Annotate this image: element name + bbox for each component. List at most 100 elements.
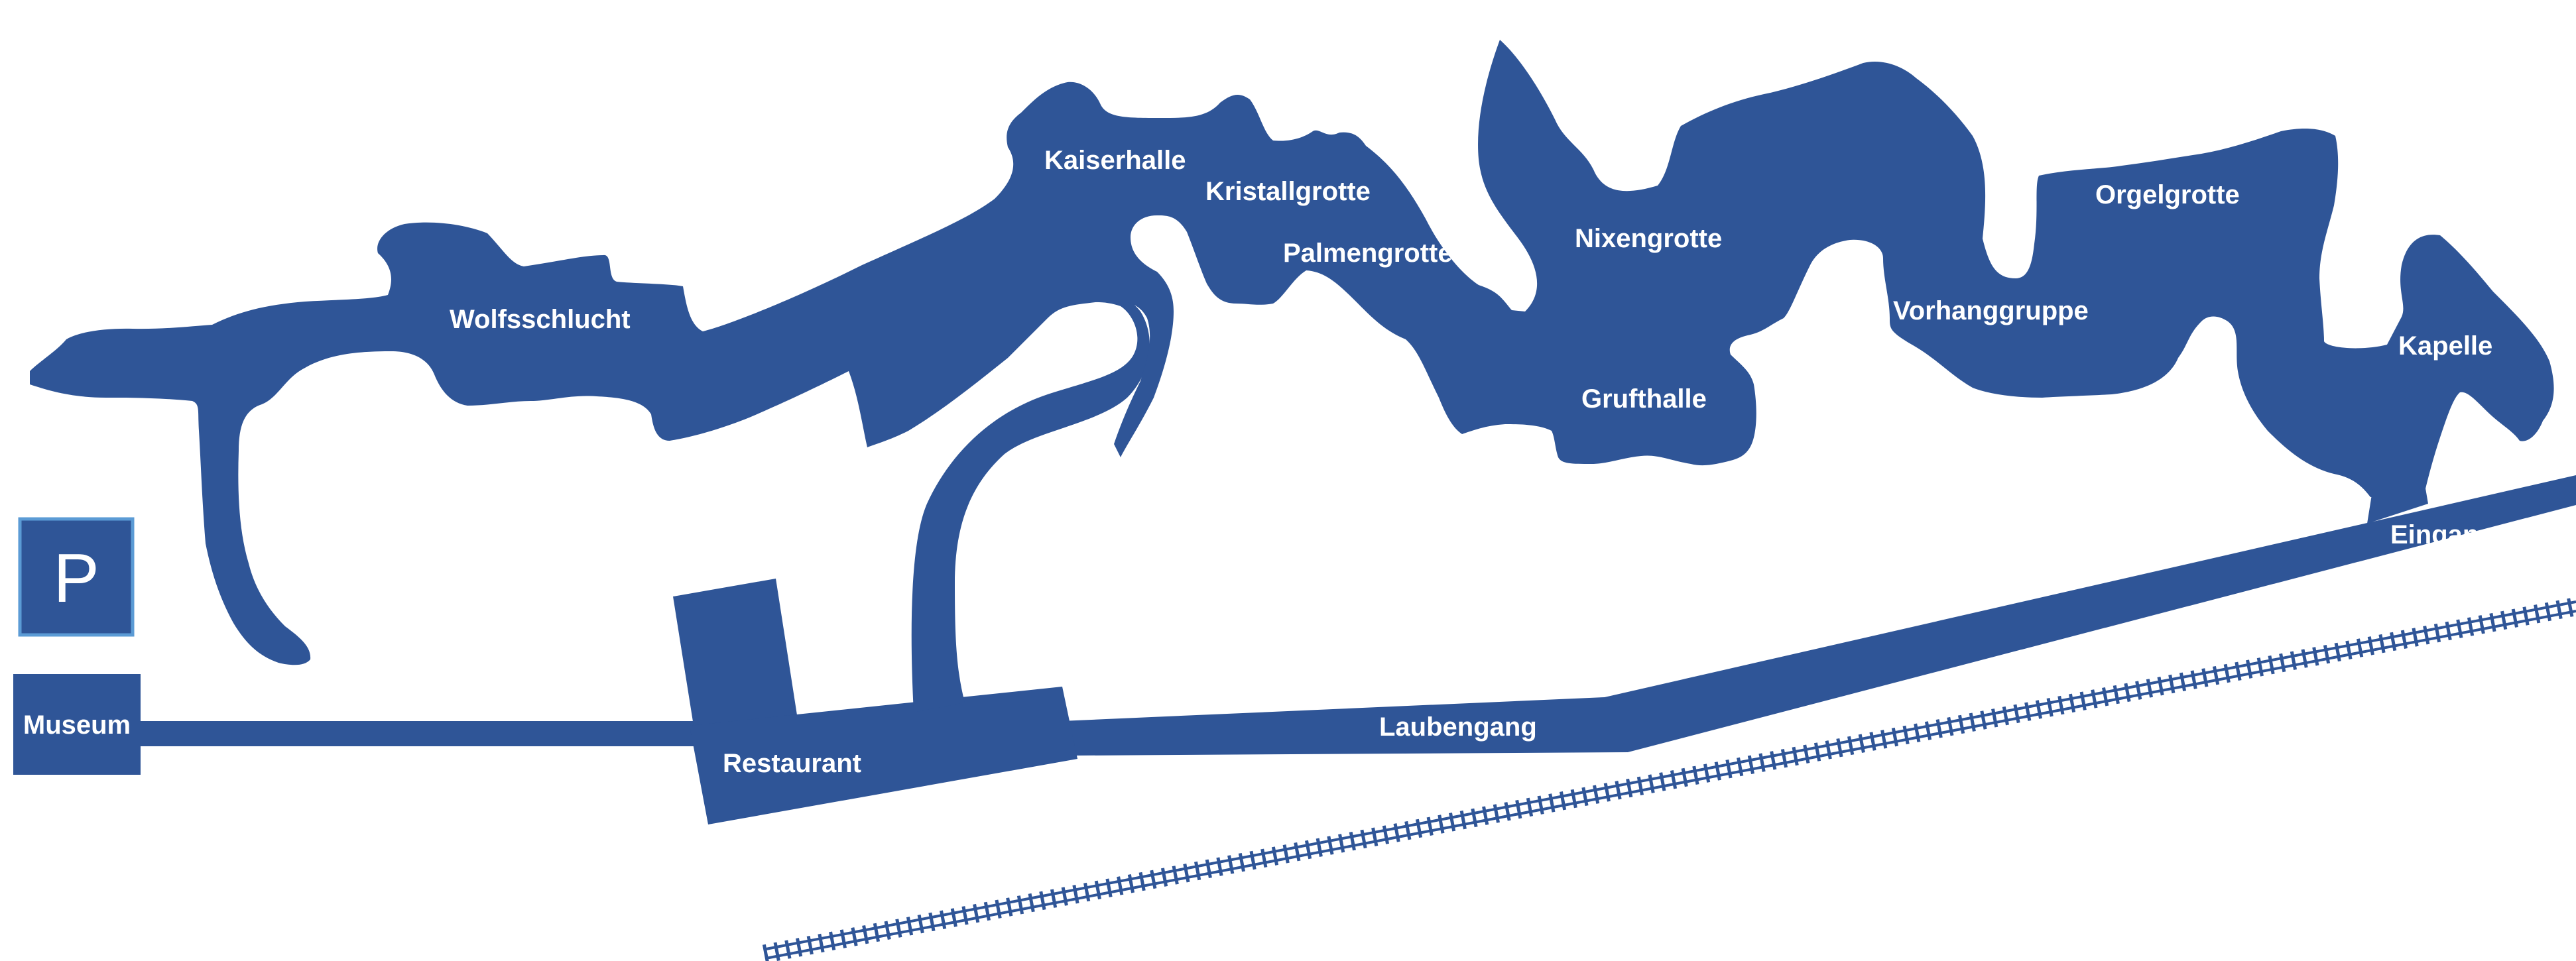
railway-sleeper (1382, 825, 1390, 844)
railway-sleeper (1548, 793, 1556, 813)
railway-sleeper (1260, 848, 1268, 868)
railway-sleeper (1581, 787, 1589, 807)
wolfsschlucht-label: Wolfsschlucht (450, 305, 631, 334)
railway-sleeper (1338, 834, 1345, 853)
railway-sleeper (1371, 827, 1379, 846)
railway-sleeper (2179, 672, 2187, 692)
railway-sleeper (928, 912, 936, 932)
railway-sleeper (2378, 634, 2386, 653)
railway-sleeper (1947, 716, 1954, 736)
palmengrotte-label: Palmengrotte (1283, 239, 1453, 268)
railway-sleeper (1692, 765, 1699, 785)
railway-sleeper (2555, 600, 2563, 620)
railway-sleeper (2357, 638, 2364, 657)
restaurant-building[interactable] (673, 579, 799, 742)
railway-sleeper (1471, 808, 1478, 828)
railway-sleeper (1438, 815, 1445, 834)
railway-sleeper (2478, 615, 2485, 634)
railway-sleeper (2290, 651, 2298, 670)
railway-sleeper (1393, 823, 1400, 842)
railway-sleeper (2024, 702, 2032, 721)
railway-sleeper (1282, 844, 1290, 864)
museum-label: Museum (23, 710, 131, 740)
railway-sleeper (2235, 661, 2242, 681)
railway-sleeper (2367, 636, 2374, 655)
railway-sleeper (2068, 693, 2076, 713)
railway-sleeper (2567, 598, 2574, 617)
railway-sleeper (1216, 857, 1223, 876)
railway-sleeper (2135, 681, 2142, 700)
railway-sleeper (1526, 797, 1534, 817)
railway-sleeper (1426, 817, 1434, 836)
railway-sleeper (2201, 668, 2209, 687)
kaiserhalle-label: Kaiserhalle (1044, 146, 1186, 175)
railway-sleeper (1094, 880, 1101, 900)
railway-sleeper (1316, 838, 1323, 857)
railway-sleeper (1028, 893, 1035, 913)
railway-sleeper (2091, 689, 2098, 708)
railway-sleeper (1459, 810, 1467, 830)
railway-sleeper (2334, 642, 2341, 662)
railway-sleeper (1681, 767, 1688, 787)
railway-sleeper (2223, 663, 2231, 683)
railway-sleeper (1504, 802, 1511, 821)
railway-sleeper (1083, 882, 1091, 902)
restaurant-hall[interactable] (690, 687, 1077, 824)
vorhanggruppe-label: Vorhanggruppe (1893, 296, 2089, 325)
railway-sleeper (1138, 872, 1146, 891)
railway-sleeper (773, 942, 780, 961)
railway-sleeper (1183, 864, 1190, 883)
railway-sleeper (2124, 683, 2131, 703)
railway-sleeper (1150, 870, 1157, 889)
railway-sleeper (1227, 855, 1235, 874)
railway-sleeper (940, 910, 947, 929)
railway-sleeper (806, 935, 814, 955)
parking-sign-icon[interactable]: P (18, 517, 135, 637)
railway-sleeper (2445, 621, 2452, 641)
railway-sleeper (2102, 687, 2109, 707)
railway-sleeper (961, 906, 969, 925)
railway-sleeper (1061, 887, 1068, 906)
railway-sleeper (1194, 861, 1201, 881)
railway-sleeper (2035, 700, 2043, 719)
railway-sleeper (1880, 730, 1888, 749)
railway-sleeper (2246, 659, 2253, 679)
railway-sleeper (762, 944, 769, 961)
railway-sleeper (1770, 751, 1777, 770)
railway-sleeper (1072, 885, 1079, 904)
railway-sleeper (917, 914, 924, 934)
railway-sleeper (1758, 753, 1766, 772)
museum-building[interactable]: Museum (13, 674, 141, 775)
railway-sleeper (1957, 714, 1965, 734)
restaurant-label: Restaurant (723, 749, 861, 778)
railway-sleeper (862, 925, 869, 944)
railway-sleeper (2212, 665, 2220, 685)
laubengang-label: Laubengang (1379, 712, 1537, 742)
railway-sleeper (2301, 649, 2308, 668)
railway-sleeper (1615, 781, 1622, 800)
railway-sleeper (795, 938, 803, 957)
railway-sleeper (1980, 710, 1987, 730)
laubengang-corridor[interactable] (1061, 475, 2576, 756)
railway-sleeper (2146, 679, 2153, 698)
railway-sleeper (2046, 698, 2054, 717)
railway-sleeper (2534, 604, 2541, 624)
railway-sleeper (1117, 876, 1124, 895)
railway-sleeper (1670, 770, 1678, 789)
railway-sleeper (2433, 623, 2441, 643)
railway-sleeper (1482, 806, 1489, 825)
railway-sleeper (2544, 602, 2552, 622)
cave-system[interactable] (30, 40, 2554, 665)
railway-sleeper (1869, 732, 1876, 751)
railway-sleeper (1935, 719, 1943, 738)
railway-sleeper (1127, 874, 1135, 893)
railway-sleeper (1570, 789, 1577, 809)
railway-sleeper (1537, 795, 1544, 815)
railway-track-icon (762, 598, 2576, 961)
railway-sleeper (2400, 630, 2408, 649)
railway-sleeper (1105, 878, 1113, 897)
railway-sleeper (2467, 617, 2475, 636)
railway-sleeper (839, 929, 847, 948)
orgelgrotte-label: Orgelgrotte (2095, 180, 2240, 209)
